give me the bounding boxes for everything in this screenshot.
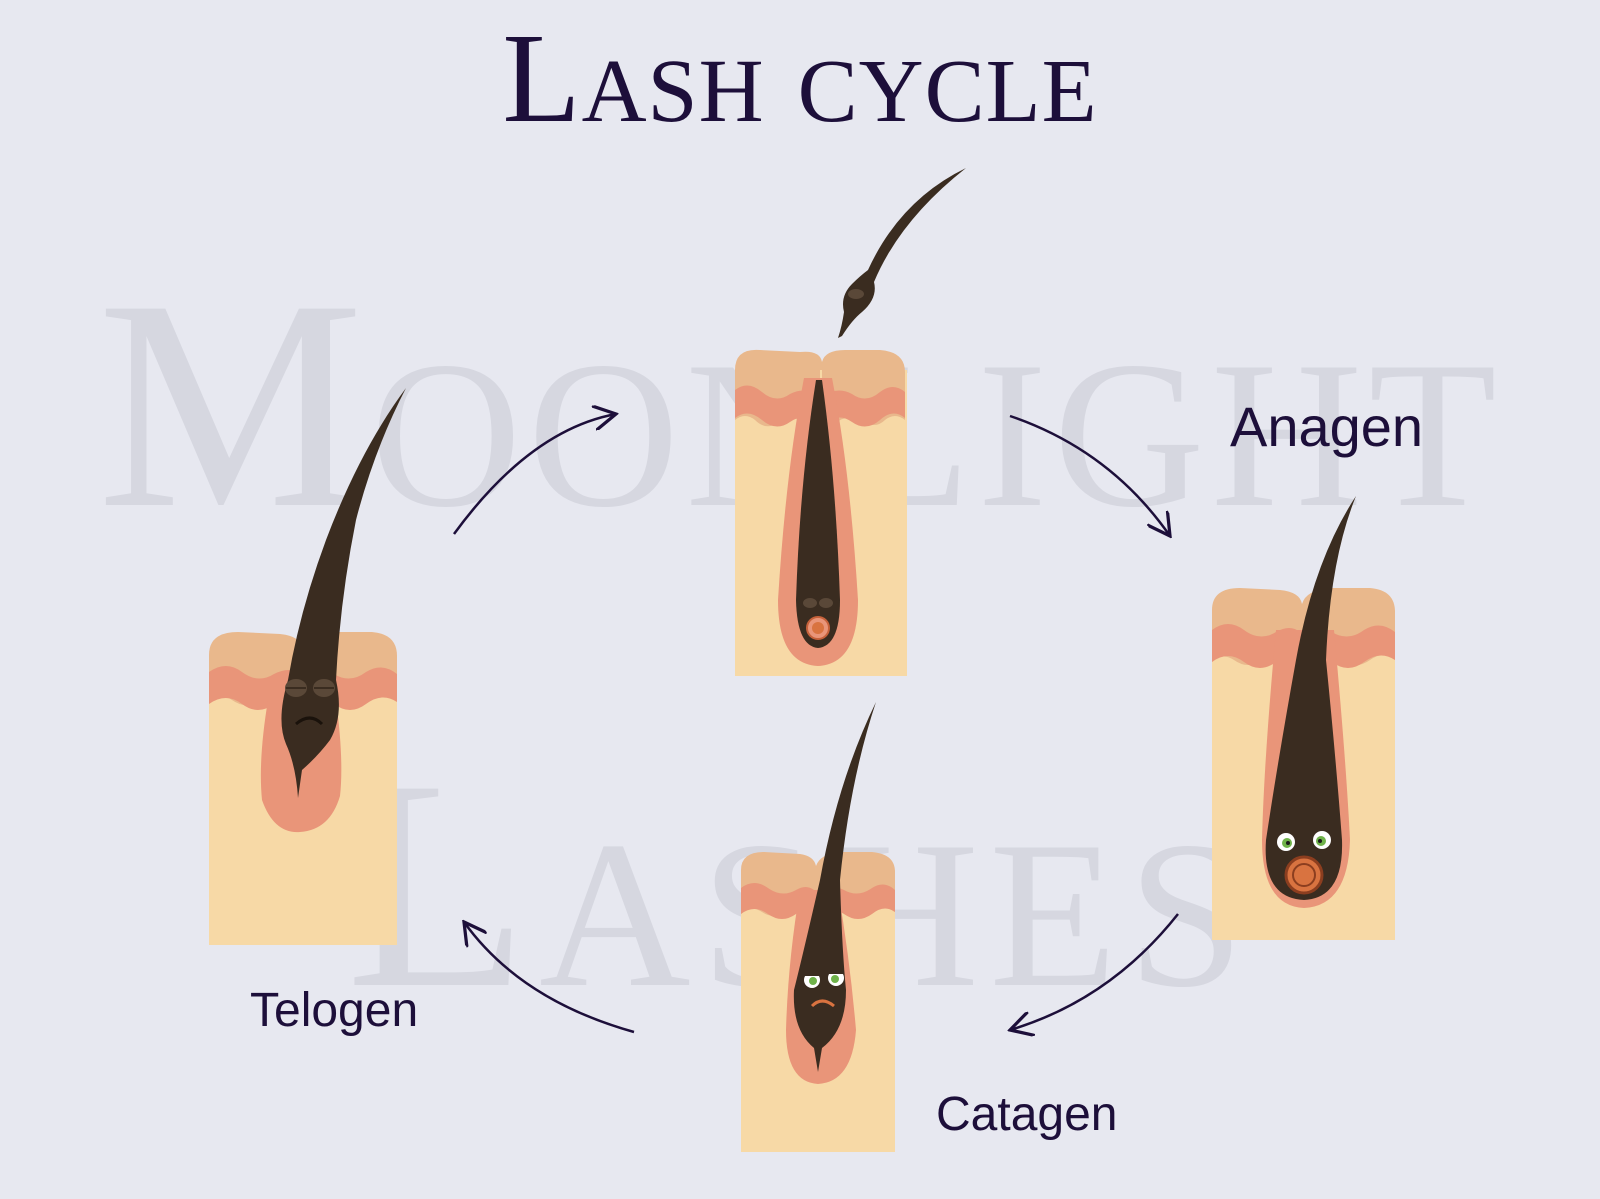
arrow-anagen-to-catagen bbox=[1010, 913, 1179, 1030]
follicle-telogen bbox=[209, 388, 406, 945]
arrow-telogen-to-new bbox=[452, 414, 616, 535]
phase-label-telogen: Telogen bbox=[250, 984, 419, 1037]
page-title: Lash cycle bbox=[502, 7, 1098, 149]
arrow-new-to-anagen bbox=[1009, 414, 1170, 536]
phase-label-catagen: Catagen bbox=[936, 1088, 1118, 1141]
cycle-arrows bbox=[452, 414, 1179, 1034]
follicle-catagen bbox=[741, 702, 895, 1152]
phase-label-anagen: Anagen bbox=[1230, 395, 1424, 458]
arrow-catagen-to-telogen bbox=[464, 922, 635, 1034]
follicle-anagen bbox=[1212, 496, 1395, 940]
follicle-new-growth bbox=[735, 168, 966, 676]
